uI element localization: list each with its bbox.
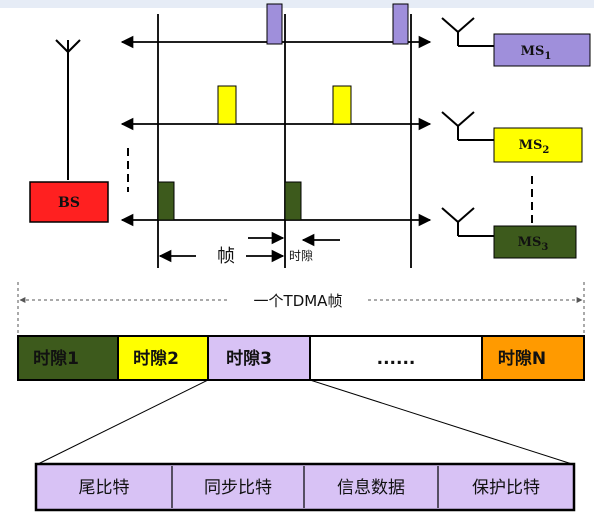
- svg-text:MS1: MS1: [521, 44, 552, 62]
- ms2-name: MS: [519, 138, 543, 153]
- bs-label: BS: [58, 195, 80, 211]
- ms2-box: MS2: [493, 127, 583, 163]
- frame-label: 帧: [217, 246, 235, 267]
- slot-label: 时隙: [289, 249, 313, 263]
- ms-antenna-icon: [441, 17, 494, 47]
- slot-3-label: 时隙3: [226, 348, 272, 369]
- frame-lines: [157, 14, 412, 268]
- slot-detail-bar: [34, 462, 576, 512]
- tdma-frame-bar: [17, 335, 585, 381]
- field-guard-bits: 保护比特: [472, 478, 540, 498]
- slot-3: [207, 335, 311, 381]
- field-sync-bits: 同步比特: [204, 478, 272, 498]
- ms2-burst: [332, 85, 352, 125]
- slot-2-label: 时隙2: [133, 348, 179, 369]
- ms1-box: MS1: [493, 33, 591, 67]
- ms-antenna-icon: [441, 111, 494, 141]
- expansion-lines: [37, 379, 573, 465]
- slot-ellipsis: [309, 335, 483, 381]
- bs-antenna-icon: [55, 39, 81, 180]
- ms3-name: MS: [518, 235, 542, 250]
- field-info-data: 信息数据: [337, 478, 405, 498]
- frame-measure: 帧 时隙: [158, 231, 340, 267]
- slot-1-label: 时隙1: [33, 348, 79, 369]
- ms1-burst: [392, 3, 409, 45]
- tdma-span: 一个TDMA帧: [17, 282, 585, 336]
- ms3-burst: [157, 181, 175, 221]
- svg-text:MS2: MS2: [519, 138, 550, 156]
- ms2-sub: 2: [542, 145, 549, 156]
- slot-n-label: 时隙N: [498, 348, 546, 369]
- top-band: [0, 0, 594, 8]
- ms1-name: MS: [521, 44, 545, 59]
- slot-1: [17, 335, 119, 381]
- ms1-sub: 1: [544, 51, 551, 62]
- slot-bursts: [157, 3, 409, 221]
- ms3-box: MS3: [493, 225, 577, 259]
- tdma-frame-title: 一个TDMA帧: [254, 292, 343, 310]
- ms3-sub: 3: [541, 242, 548, 253]
- slot-ellipsis-label: ......: [377, 349, 416, 369]
- slot-n: [481, 335, 585, 381]
- ms3-burst: [284, 181, 302, 221]
- ms1-burst: [266, 3, 283, 45]
- bs-box: [29, 181, 109, 223]
- svg-text:MS3: MS3: [518, 235, 549, 253]
- ms2-burst: [217, 85, 237, 125]
- field-tail-bits: 尾比特: [79, 478, 130, 498]
- ms-antenna-icon: [441, 207, 494, 237]
